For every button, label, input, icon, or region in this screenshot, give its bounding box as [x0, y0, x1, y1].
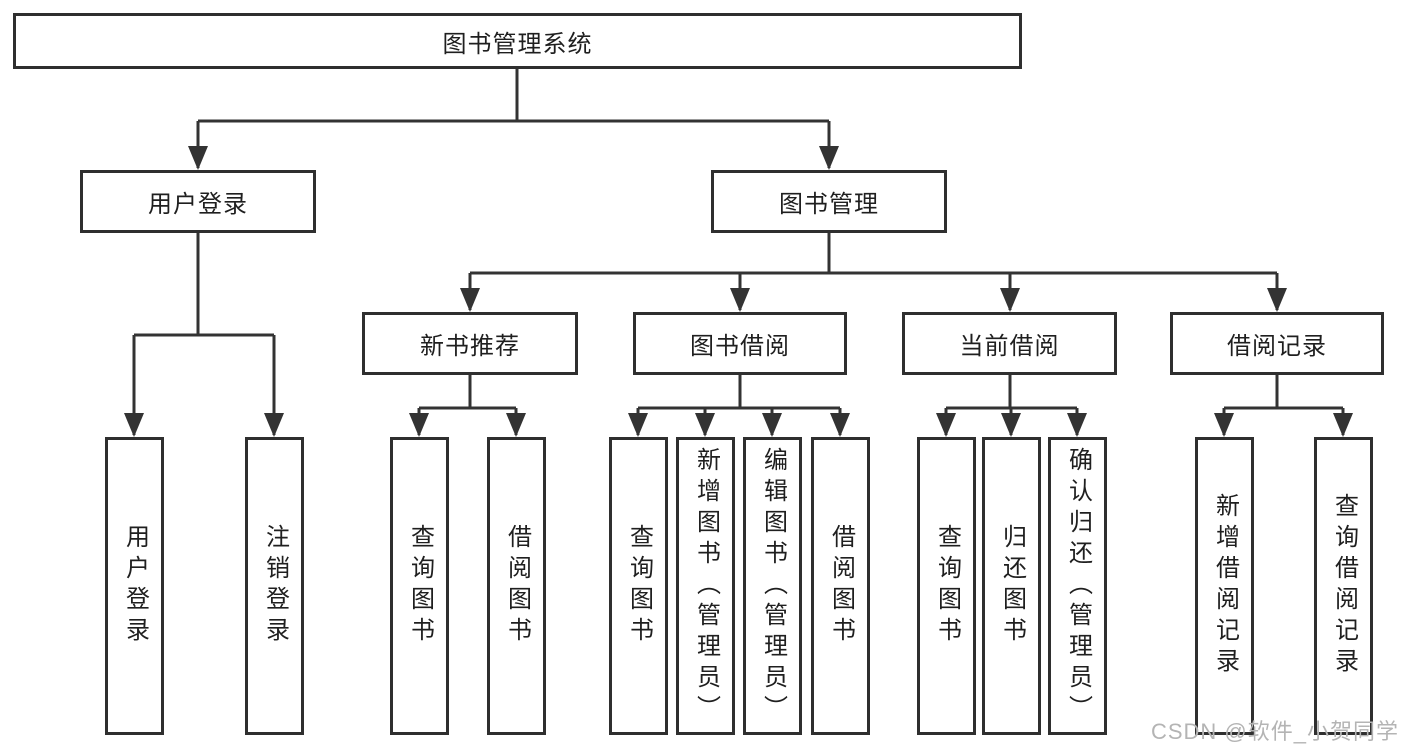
arrow-down-icon	[124, 413, 144, 437]
arrow-down-icon	[628, 413, 648, 437]
arrow-down-icon	[1267, 288, 1287, 312]
leaf-query-borrow-record: 查询借阅记录	[1314, 437, 1373, 735]
arrow-down-icon	[409, 413, 429, 437]
node-user-login: 用户登录	[80, 170, 316, 233]
leaf-confirm-return-admin: 确认归还（管理员）	[1048, 437, 1107, 735]
connector-lines	[132, 69, 1345, 435]
arrow-down-icon	[188, 146, 208, 170]
node-book-borrowing: 图书借阅	[633, 312, 847, 375]
arrow-down-icon	[936, 413, 956, 437]
node-new-book-recommendation: 新书推荐	[362, 312, 578, 375]
arrow-down-icon	[830, 413, 850, 437]
arrow-down-icon	[819, 146, 839, 170]
arrow-down-icon	[1001, 413, 1021, 437]
watermark: CSDN @软件_小贺同学	[1150, 719, 1399, 744]
arrow-down-icon	[1067, 413, 1087, 437]
arrow-down-icon	[1333, 413, 1353, 437]
leaf-return-books: 归还图书	[982, 437, 1041, 735]
arrow-down-icon	[460, 288, 480, 312]
arrow-down-icon	[1000, 288, 1020, 312]
leaf-query-books-current: 查询图书	[917, 437, 976, 735]
arrow-down-icon	[264, 413, 284, 437]
arrow-down-icon	[730, 288, 750, 312]
leaf-query-books-recommend: 查询图书	[390, 437, 449, 735]
arrowheads	[124, 146, 1353, 437]
leaf-query-books-borrowing: 查询图书	[609, 437, 668, 735]
node-borrowing-records: 借阅记录	[1170, 312, 1384, 375]
arrow-down-icon	[1214, 413, 1234, 437]
leaf-borrow-books-borrowing: 借阅图书	[811, 437, 870, 735]
leaf-user-login: 用户登录	[105, 437, 164, 735]
arrow-down-icon	[695, 413, 715, 437]
node-library-management-system: 图书管理系统	[13, 13, 1022, 69]
leaf-add-borrow-record: 新增借阅记录	[1195, 437, 1254, 735]
leaf-edit-book-admin: 编辑图书（管理员）	[743, 437, 802, 735]
node-current-borrowing: 当前借阅	[902, 312, 1117, 375]
node-book-management: 图书管理	[711, 170, 947, 233]
leaf-borrow-books-recommend: 借阅图书	[487, 437, 546, 735]
arrow-down-icon	[762, 413, 782, 437]
leaf-logout: 注销登录	[245, 437, 304, 735]
leaf-add-book-admin: 新增图书（管理员）	[676, 437, 735, 735]
arrow-down-icon	[506, 413, 526, 437]
